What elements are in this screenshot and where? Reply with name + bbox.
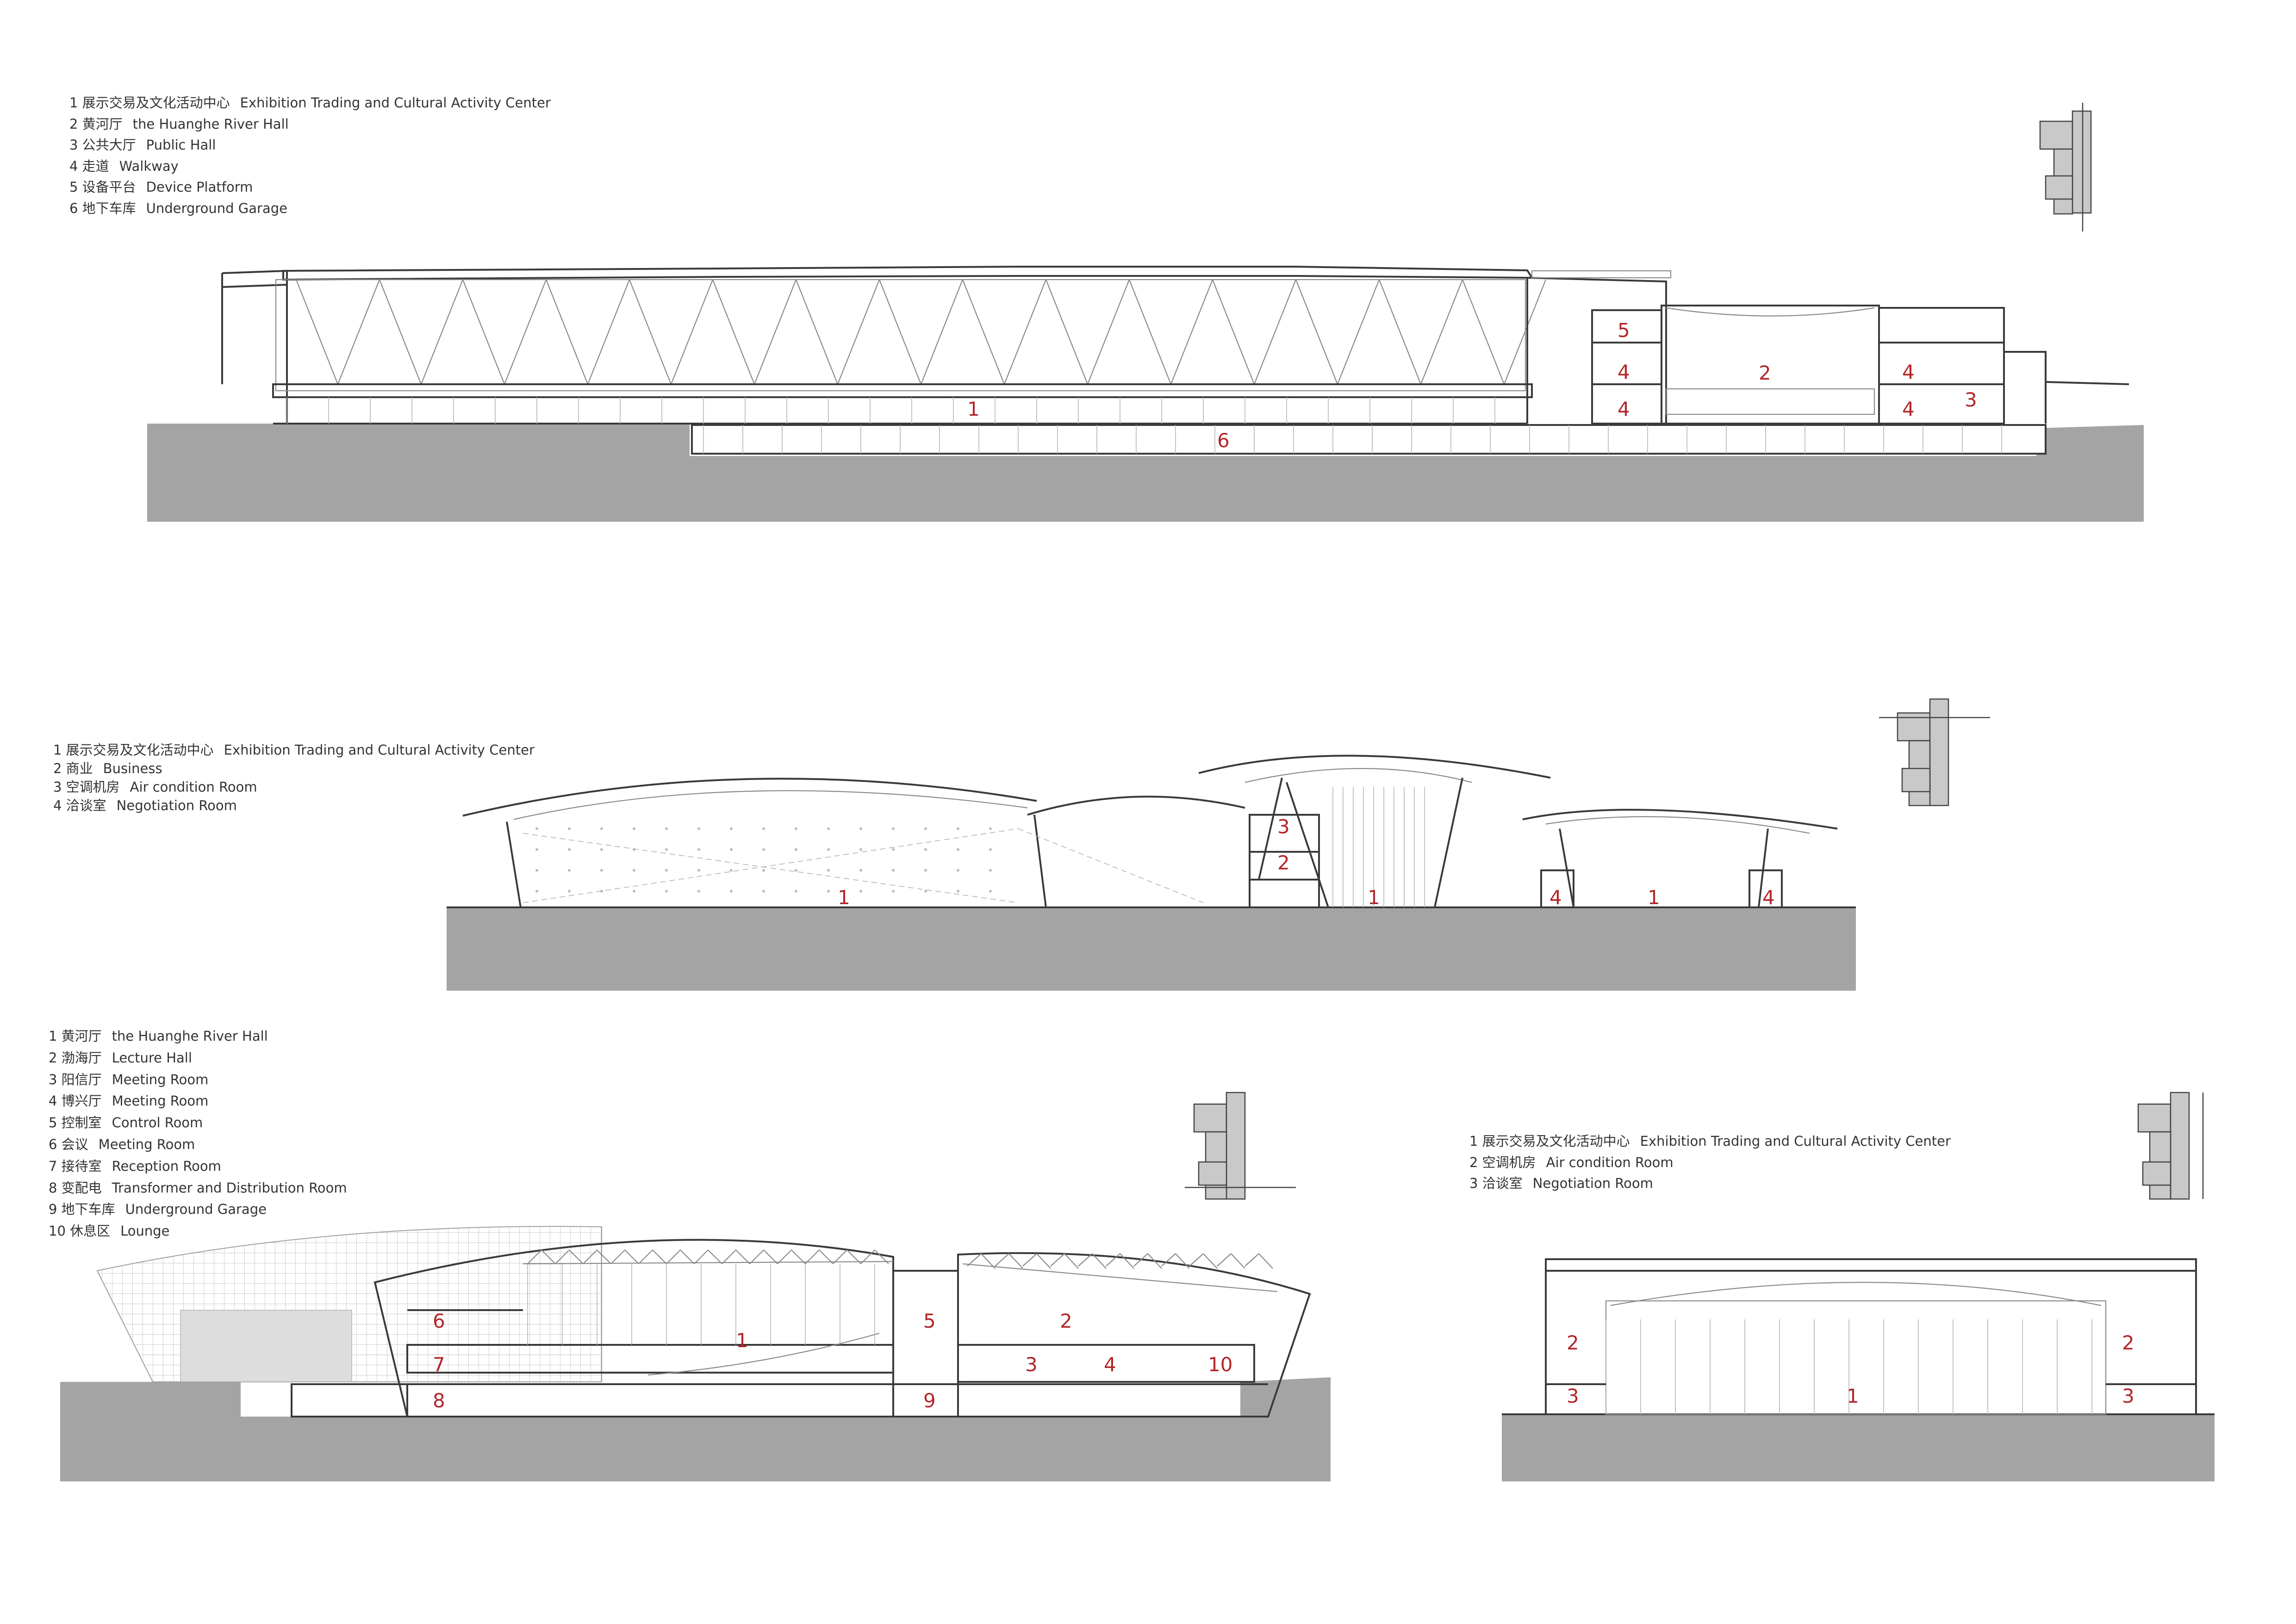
room-label: 4 — [1549, 886, 1562, 909]
room-label: 2 — [1277, 851, 1290, 874]
room-label: 8 — [433, 1389, 445, 1412]
room-label: 4 — [1762, 886, 1775, 909]
room-label: 1 — [967, 398, 980, 420]
section-a-ground — [147, 424, 2144, 522]
room-label: 9 — [923, 1389, 936, 1412]
room-label: 10 — [1208, 1353, 1232, 1376]
room-label: 4 — [1902, 398, 1915, 420]
room-label: 3 — [1567, 1385, 1579, 1407]
room-label: 1 — [1368, 886, 1380, 909]
room-label: 4 — [1104, 1353, 1116, 1376]
section-a-basement — [691, 424, 2047, 455]
room-label: 5 — [923, 1310, 936, 1332]
room-label: 2 — [1060, 1310, 1072, 1332]
room-label: 6 — [1217, 429, 1230, 452]
room-label: 3 — [1965, 388, 1977, 411]
room-label: 3 — [1025, 1353, 1038, 1376]
section-b-ground — [447, 907, 1856, 991]
section-d-drawing: 2 2 1 3 3 — [1502, 1258, 2215, 1481]
room-label: 7 — [433, 1353, 445, 1376]
section-d-ground — [1502, 1414, 2215, 1481]
room-label: 6 — [433, 1310, 445, 1332]
room-label: 2 — [1759, 362, 1771, 384]
room-label: 4 — [1618, 398, 1630, 420]
room-label: 1 — [736, 1329, 748, 1352]
room-label: 1 — [1648, 886, 1660, 909]
room-label: 5 — [1618, 319, 1630, 342]
key-plan-a — [2039, 103, 2092, 231]
room-label: 1 — [1847, 1385, 1859, 1407]
key-plan-c — [1185, 1092, 1296, 1200]
room-label: 3 — [1277, 815, 1290, 838]
section-c-ground — [60, 1377, 1331, 1481]
room-label: 4 — [1902, 361, 1915, 383]
key-plan-d — [2137, 1092, 2204, 1200]
room-label: 2 — [2122, 1331, 2134, 1354]
room-label: 1 — [838, 886, 850, 909]
room-label: 3 — [2122, 1385, 2134, 1407]
key-plan-b — [1879, 698, 1990, 806]
section-b-drawing: 1 1 1 2 3 4 4 — [447, 755, 1856, 991]
section-c-drawing: 1 2 3 4 5 6 7 8 9 10 — [60, 1226, 1331, 1481]
section-a-drawing: 1 2 3 4 4 4 4 5 6 — [147, 266, 2144, 522]
room-label: 4 — [1618, 361, 1630, 383]
room-label: 2 — [1567, 1331, 1579, 1354]
